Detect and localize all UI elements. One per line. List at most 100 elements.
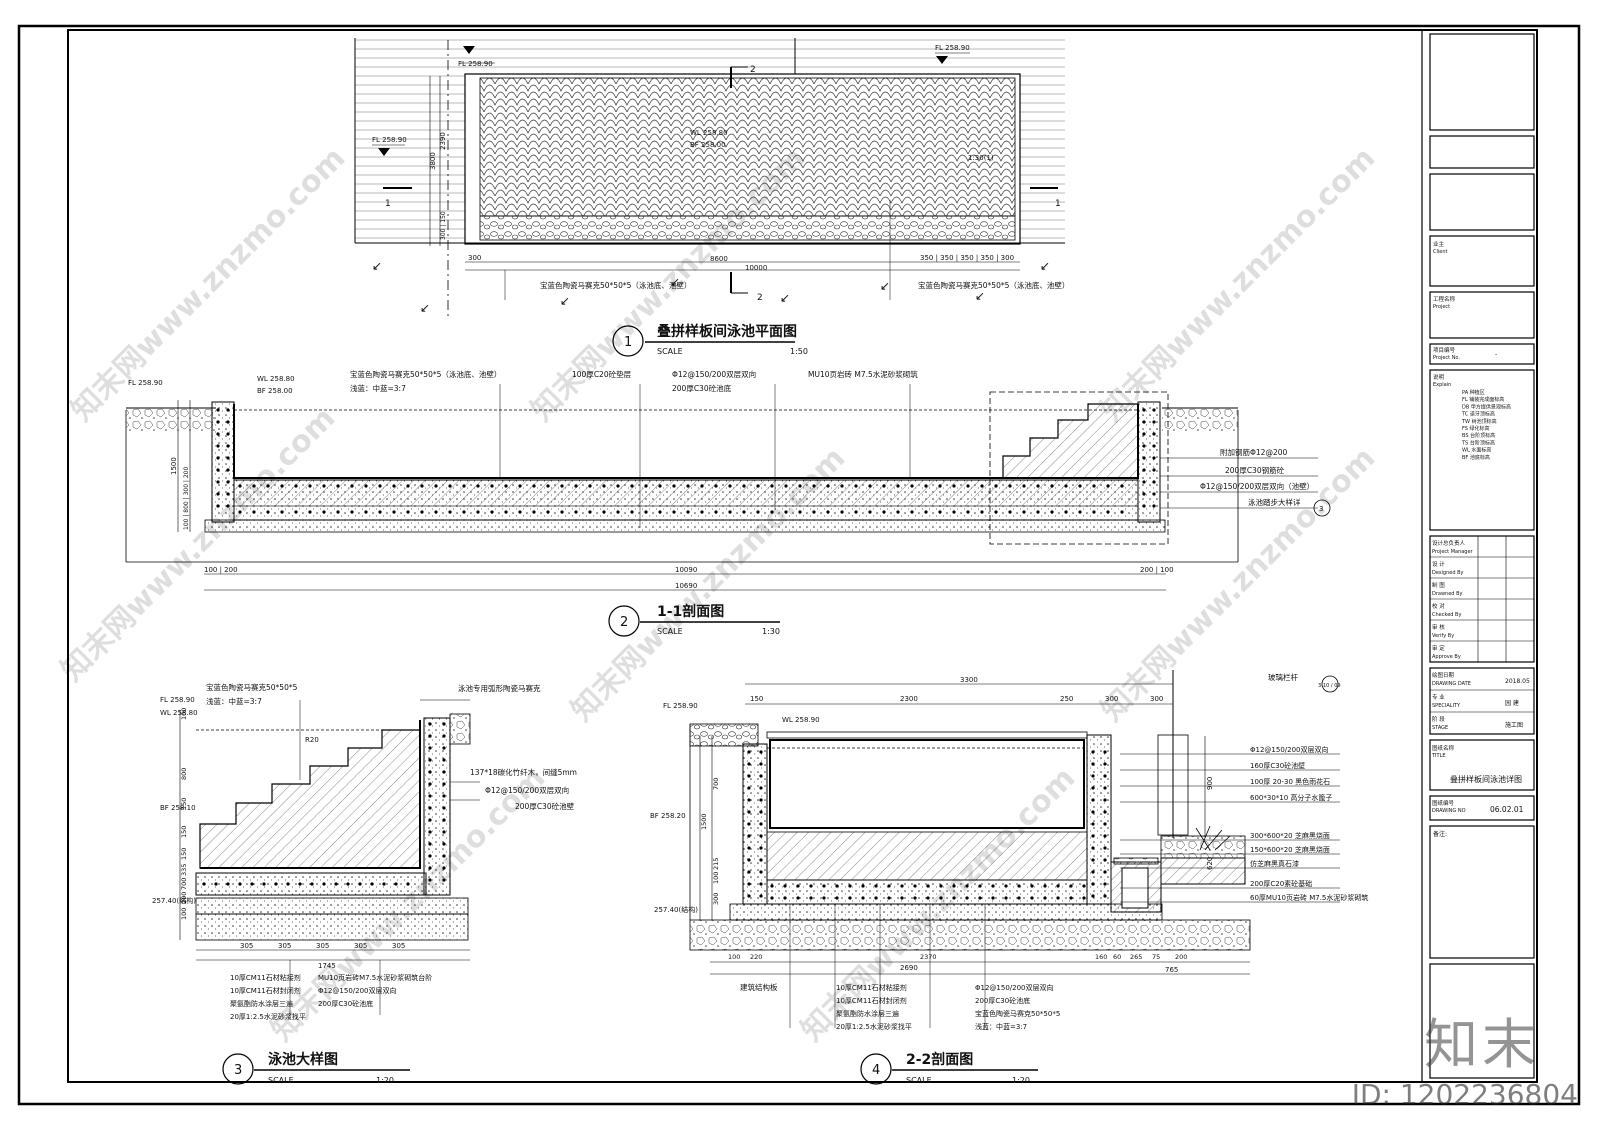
rebar-dot bbox=[226, 468, 230, 472]
rebar-dot bbox=[1064, 510, 1068, 514]
section-1-1: FL 258.90 WL 258.80 BF 258.00 宝蓝色陶瓷马赛克50… bbox=[125, 369, 1331, 637]
rebar-dot bbox=[428, 722, 432, 726]
d3-note-bottom: 10厚CM11石材封闭剂 bbox=[230, 986, 301, 995]
rebar-dot bbox=[910, 510, 914, 514]
rebar-dot bbox=[1152, 444, 1156, 448]
tb-design-cn: 设 计 bbox=[1432, 560, 1445, 568]
rebar-dot bbox=[630, 510, 634, 514]
rebar-dot bbox=[798, 484, 802, 488]
brand-id: ID: 1202236804 bbox=[1351, 1078, 1578, 1111]
s22-wl: WL 258.90 bbox=[782, 716, 820, 724]
rebar-dot bbox=[226, 456, 230, 460]
rebar-dot bbox=[406, 484, 410, 488]
rebar-dot bbox=[442, 866, 446, 870]
s22-dim-top2: 300 bbox=[1105, 695, 1118, 703]
rebar-dot bbox=[428, 758, 432, 762]
d3-note-bottom: 聚氨酯防水涂层三遍 bbox=[230, 999, 293, 1008]
rebar-dot bbox=[1103, 858, 1107, 862]
s11-dim-total: 10690 bbox=[675, 582, 697, 590]
rebar-dot bbox=[616, 484, 620, 488]
rebar-dot bbox=[216, 408, 220, 412]
s22-note-right: Φ12@150/200双层双向 bbox=[1250, 745, 1329, 754]
rebar-dot bbox=[1036, 510, 1040, 514]
rebar-dot bbox=[1030, 896, 1034, 900]
d3-dim-bottom: 305 bbox=[240, 942, 253, 950]
rebar-dot bbox=[1091, 846, 1095, 850]
d3-number-circle bbox=[222, 1053, 254, 1085]
s22-note-bottom: 聚氨酯防水涂层三遍 bbox=[836, 1009, 899, 1018]
rebar-dot bbox=[938, 510, 942, 514]
plan-scale-label: SCALE bbox=[657, 347, 683, 356]
rebar-dot bbox=[1103, 822, 1107, 826]
rebar-dot bbox=[442, 722, 446, 726]
rebar-dot bbox=[910, 484, 914, 488]
s22-dim-top: 3300 bbox=[960, 676, 978, 684]
s11-bf: BF 258.00 bbox=[257, 387, 293, 395]
rebar-dot bbox=[308, 510, 312, 514]
svg-text:↙: ↙ bbox=[372, 259, 382, 273]
rebar-dot bbox=[809, 896, 813, 900]
tb-date-cn: 绘图日期 bbox=[1432, 671, 1455, 679]
rebar-dot bbox=[938, 484, 942, 488]
tb-legend-item: DB 甲方提供景观标高 bbox=[1462, 403, 1511, 410]
rebar-dot bbox=[1103, 810, 1107, 814]
s22-note-right: 200厚C20素砼基础 bbox=[1250, 879, 1312, 888]
rebar-dot bbox=[747, 870, 751, 874]
rebar-dot bbox=[1043, 896, 1047, 900]
rebar-dot bbox=[759, 822, 763, 826]
rebar-dot bbox=[1091, 858, 1095, 862]
tb-legend-item: FL 铺装完成面标高 bbox=[1462, 396, 1504, 403]
rebar-dot bbox=[742, 484, 746, 488]
rebar-dot bbox=[428, 746, 432, 750]
rebar-dot bbox=[546, 510, 550, 514]
tb-project-cn: 工程名称 bbox=[1433, 295, 1456, 303]
rebar-dot bbox=[286, 882, 290, 886]
s11-scale: 1:30 bbox=[762, 627, 780, 636]
rebar-dot bbox=[714, 510, 718, 514]
rebar-dot bbox=[965, 884, 969, 888]
s11-ref: 3 bbox=[1319, 505, 1323, 513]
rebar-dot bbox=[861, 884, 865, 888]
rebar-dot bbox=[966, 510, 970, 514]
d3-dim-v: 335 bbox=[180, 864, 188, 876]
tb-draw-cn: 制 图 bbox=[1432, 581, 1445, 589]
plan-mosaic-right: 宝蓝色陶瓷马赛克50*50*5（泳池底、池壁） bbox=[918, 280, 1069, 290]
s11-c20: 100厚C20砼垫层 bbox=[572, 369, 632, 379]
rebar-dot bbox=[826, 510, 830, 514]
s22-note-right: 150*600*20 芝麻黑烧面 bbox=[1250, 845, 1330, 854]
tb-pm-en: Project Manager bbox=[1432, 549, 1474, 555]
tb-legend-item: PA 种植区 bbox=[1462, 389, 1485, 396]
rebar-dot bbox=[1152, 504, 1156, 508]
rebar-dot bbox=[202, 882, 206, 886]
plan-cut-1-right: 1 bbox=[1055, 199, 1061, 209]
rebar-dot bbox=[216, 480, 220, 484]
rebar-dot bbox=[428, 878, 432, 882]
rebar-dot bbox=[644, 510, 648, 514]
rebar-dot bbox=[462, 484, 466, 488]
rebar-dot bbox=[1069, 884, 1073, 888]
rebar-dot bbox=[226, 408, 230, 412]
rebar-dot bbox=[1008, 510, 1012, 514]
s11-rebar: Φ12@150/200双层双向 bbox=[672, 369, 756, 379]
s11-dim-v-parts: 100 | 800 | 300 | 200 bbox=[183, 467, 190, 530]
rebar-dot bbox=[1082, 896, 1086, 900]
rebar-dot bbox=[1152, 420, 1156, 424]
rebar-dot bbox=[504, 484, 508, 488]
rebar-dot bbox=[1022, 510, 1026, 514]
rebar-dot bbox=[809, 884, 813, 888]
plan-bf: BF 258.00 bbox=[690, 141, 726, 149]
rebar-dot bbox=[913, 896, 917, 900]
rebar-dot bbox=[1056, 884, 1060, 888]
rebar-dot bbox=[980, 510, 984, 514]
rebar-dot bbox=[1091, 750, 1095, 754]
rebar-dot bbox=[504, 510, 508, 514]
rebar-dot bbox=[518, 510, 522, 514]
d3-dim-v: 150 bbox=[180, 826, 188, 838]
rebar-dot bbox=[574, 510, 578, 514]
rebar-dot bbox=[428, 770, 432, 774]
rebar-dot bbox=[1091, 774, 1095, 778]
rebar-dot bbox=[442, 830, 446, 834]
d3-struct: 257.40(结构) bbox=[152, 896, 196, 905]
plan-dim-left: 300 bbox=[468, 254, 481, 262]
